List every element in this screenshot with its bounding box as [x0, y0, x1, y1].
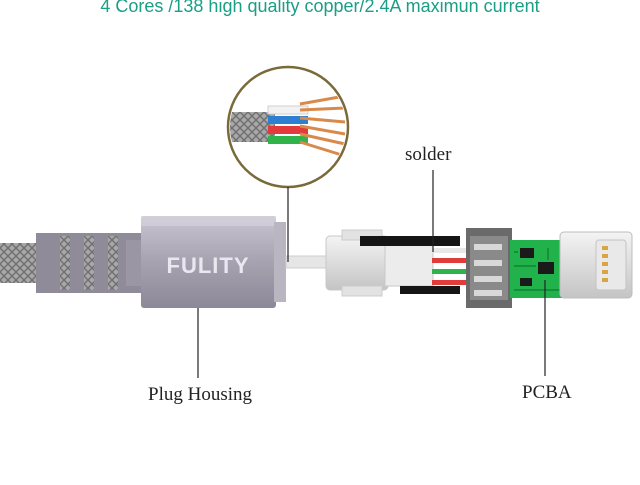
wire-cross-section	[226, 65, 350, 189]
label-solder: solder	[405, 144, 452, 165]
lightning-tip	[559, 231, 633, 299]
inner-cable	[285, 255, 329, 269]
leader-lines	[197, 170, 546, 378]
label-pcba: PCBA	[522, 382, 572, 403]
label-plug-housing: Plug Housing	[148, 384, 252, 405]
headline: 4 Cores /138 high quality copper/2.4A ma…	[100, 0, 540, 16]
solder-wires	[432, 248, 472, 285]
terminals	[466, 228, 512, 308]
connector-body	[325, 229, 460, 297]
strain-relief	[36, 233, 144, 293]
plug-housing	[141, 216, 276, 308]
brand-logo: FULITY	[167, 253, 250, 278]
